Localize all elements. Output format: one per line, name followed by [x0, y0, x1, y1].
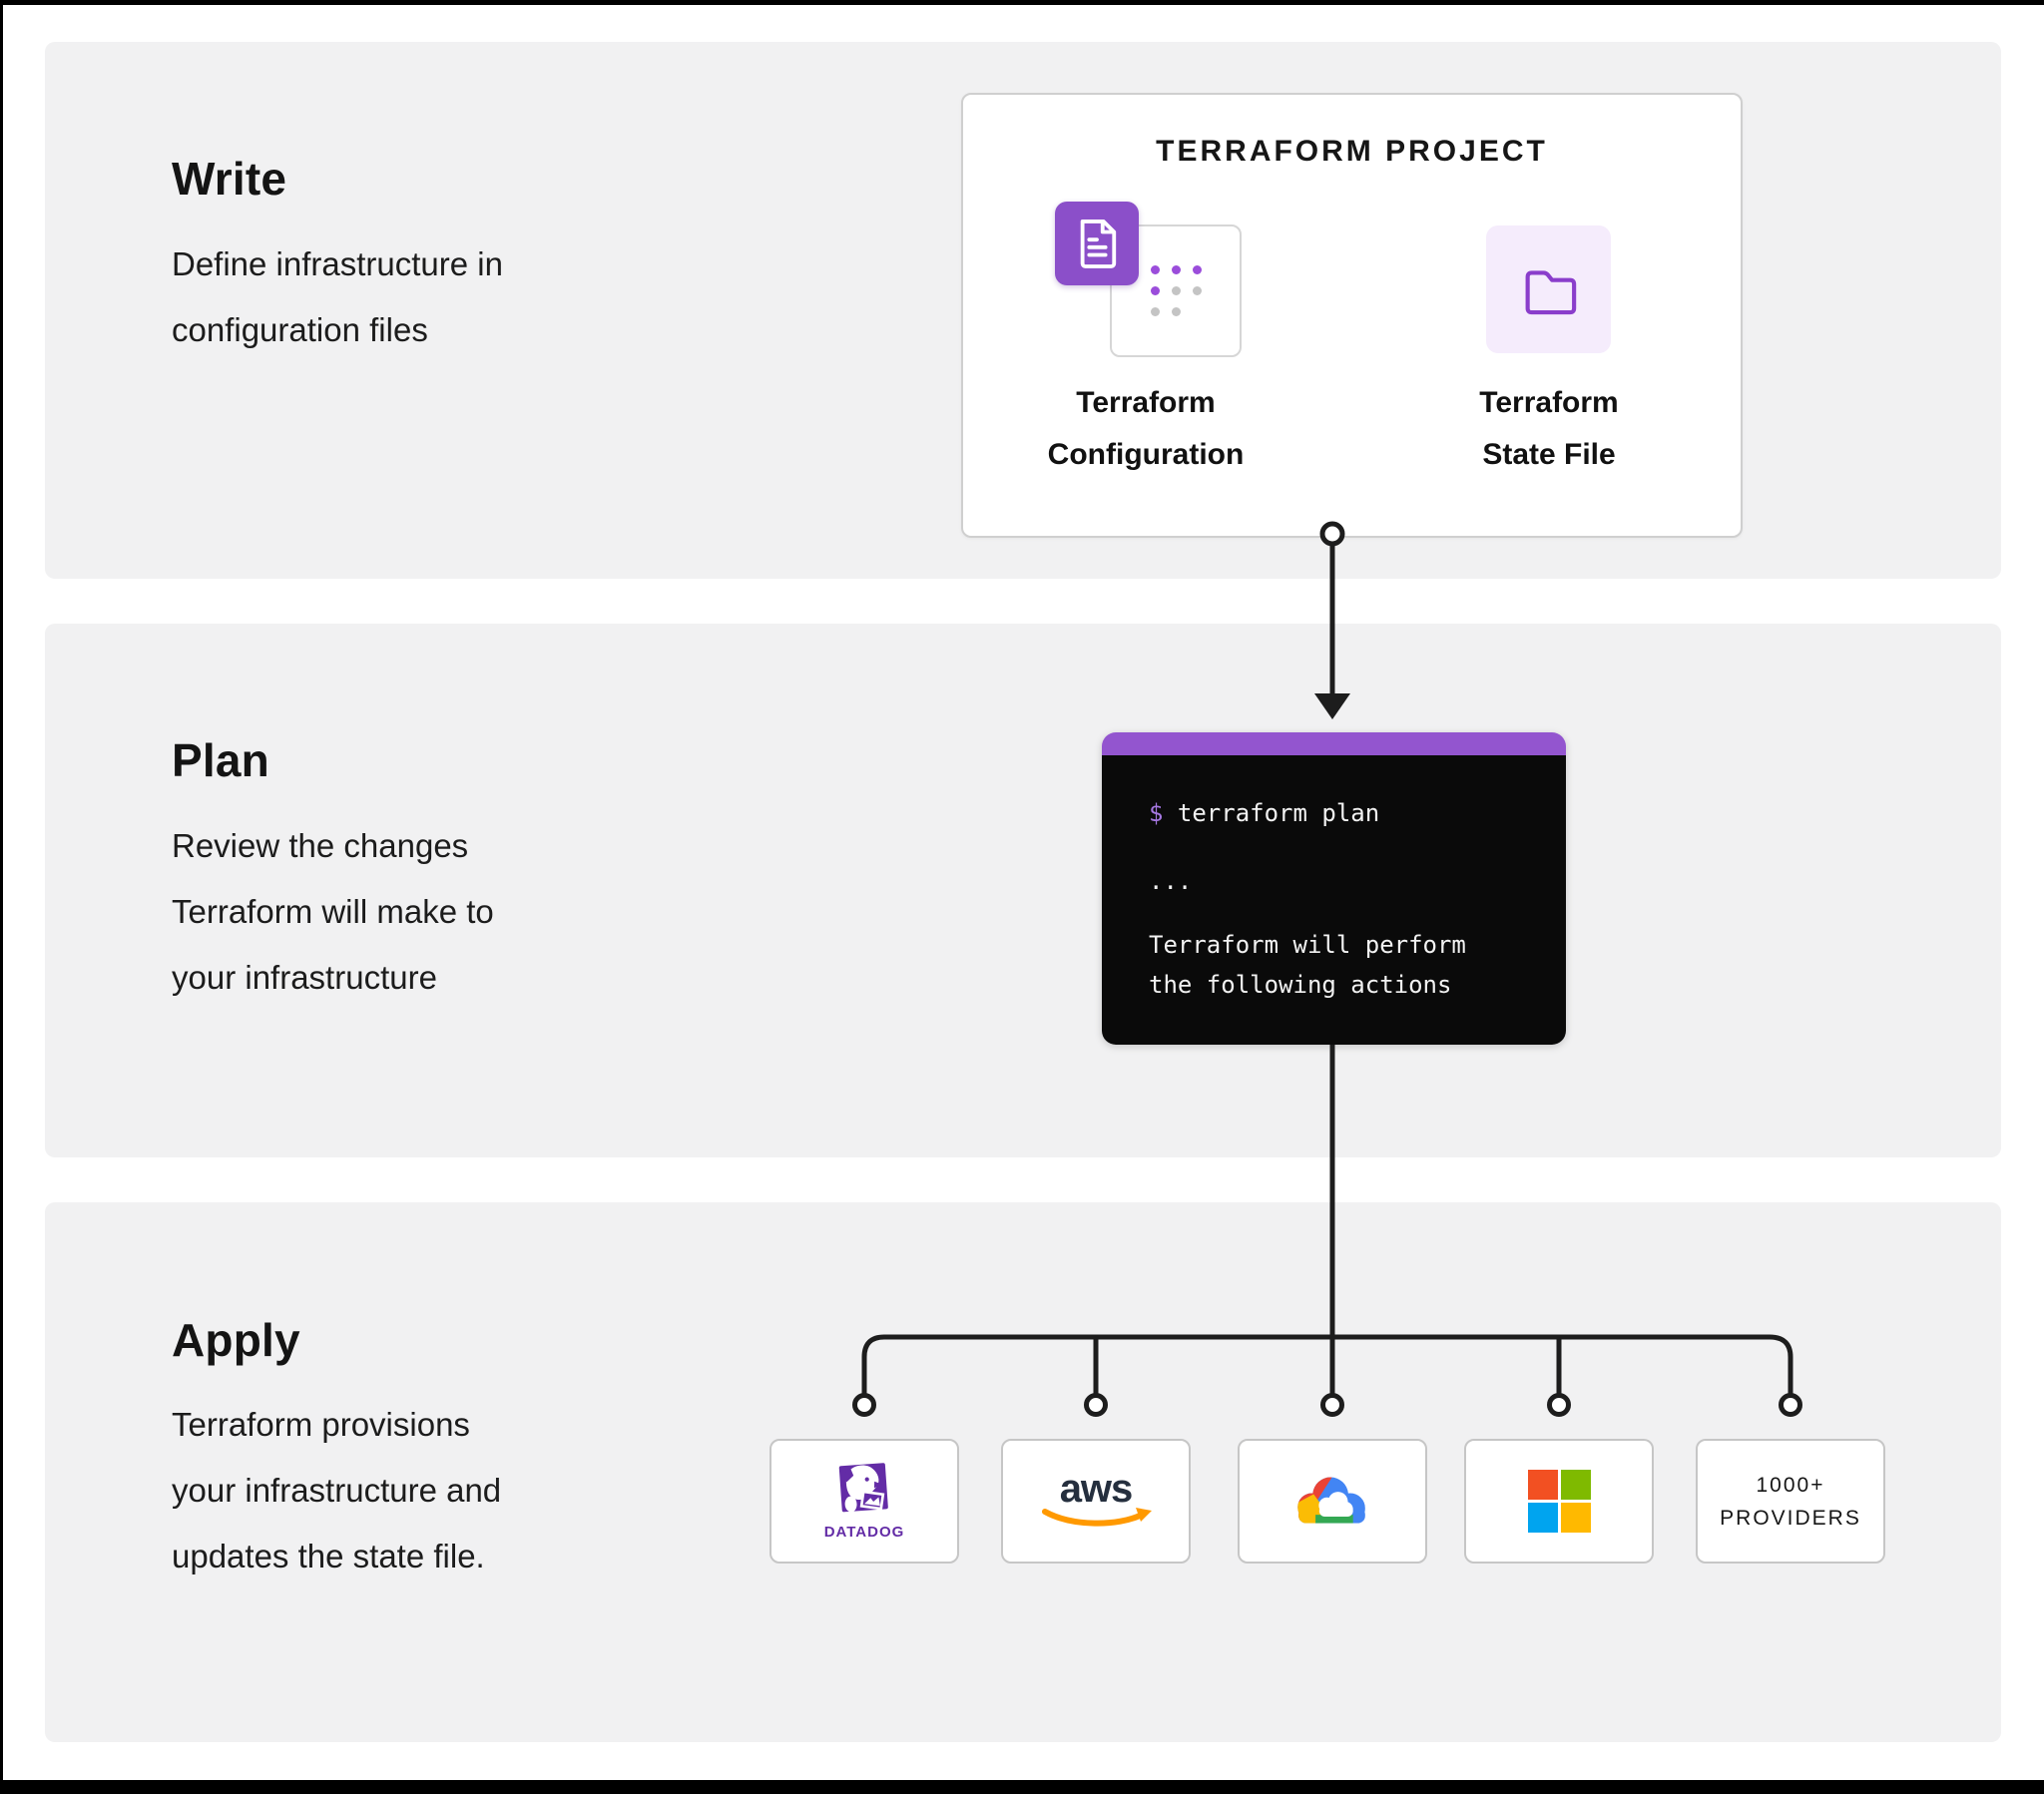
datadog-logo-icon [838, 1463, 888, 1513]
dot [1193, 286, 1202, 295]
provider-card-microsoft [1464, 1439, 1654, 1564]
google-cloud-logo-icon [1297, 1477, 1365, 1524]
document-icon [1055, 202, 1139, 285]
dot [1172, 286, 1181, 295]
apply-description-line: updates the state file. [172, 1538, 485, 1574]
terminal-titlebar [1102, 732, 1566, 755]
state-file-label: Terraform State File [1399, 377, 1699, 481]
terminal-prompt: $ [1149, 799, 1164, 827]
provider-card-aws: aws [1001, 1439, 1191, 1564]
ms-square-red [1527, 1470, 1558, 1500]
aws-wordmark: aws [1059, 1466, 1134, 1511]
state-file-label-line: Terraform [1479, 386, 1619, 419]
plan-description-line: your infrastructure [172, 959, 437, 996]
aws-smile-icon [1042, 1507, 1152, 1527]
provider-card-more-providers: 1000+ PROVIDERS [1696, 1439, 1885, 1564]
plan-description: Review the changes Terraform will make t… [172, 813, 494, 1011]
plan-description-line: Review the changes [172, 827, 469, 864]
terminal-ellipsis: ... [1149, 867, 1193, 895]
dot [1151, 286, 1160, 295]
datadog-wordmark: DATADOG [823, 1524, 905, 1541]
write-description-line: Define infrastructure in [172, 245, 503, 282]
ms-square-yellow [1560, 1503, 1591, 1533]
ms-square-blue [1527, 1503, 1558, 1533]
terminal-output-line: the following actions [1149, 971, 1452, 999]
apply-description: Terraform provisions your infrastructure… [172, 1392, 501, 1589]
config-label: Terraform Configuration [996, 377, 1295, 481]
plan-description-line: Terraform will make to [172, 893, 494, 930]
ms-square-green [1560, 1470, 1591, 1500]
dot [1193, 265, 1202, 274]
write-description-line: configuration files [172, 311, 428, 348]
window-frame-bottom [0, 1780, 2044, 1794]
provider-card-datadog: DATADOG [769, 1439, 959, 1564]
more-providers-line: 1000+ [1756, 1473, 1825, 1497]
terminal-command: terraform plan [1177, 799, 1380, 827]
dot [1151, 265, 1160, 274]
write-title: Write [172, 153, 287, 205]
dot [1172, 265, 1181, 274]
dot [1172, 307, 1181, 316]
window-frame-top [0, 0, 2044, 5]
terraform-project-card: TERRAFORM PROJECT Te [961, 93, 1743, 538]
config-label-line: Configuration [1047, 438, 1245, 471]
apply-title: Apply [172, 1314, 300, 1366]
more-providers-line: PROVIDERS [1720, 1506, 1861, 1530]
project-card-title: TERRAFORM PROJECT [1156, 135, 1548, 168]
terminal-command-line: $ terraform plan [1149, 799, 1566, 827]
terminal-output: Terraform will perform the following act… [1149, 925, 1566, 1005]
state-file-label-line: State File [1482, 438, 1616, 471]
terminal-window: $ terraform plan ... Terraform will perf… [1102, 732, 1566, 1045]
plan-title: Plan [172, 734, 269, 786]
terminal-body: $ terraform plan ... Terraform will perf… [1102, 755, 1566, 1045]
apply-description-line: Terraform provisions [172, 1406, 470, 1443]
apply-description-line: your infrastructure and [172, 1472, 502, 1509]
terminal-output-line: Terraform will perform [1149, 931, 1466, 959]
provider-card-google-cloud [1238, 1439, 1427, 1564]
plan-section [45, 624, 2001, 1157]
window-frame-left [0, 0, 3, 1794]
microsoft-logo-icon [1527, 1470, 1591, 1533]
more-providers-label: 1000+ PROVIDERS [1720, 1469, 1861, 1535]
write-description: Define infrastructure in configuration f… [172, 231, 503, 363]
config-label-line: Terraform [1076, 386, 1216, 419]
dot [1151, 307, 1160, 316]
folder-icon [1486, 225, 1611, 353]
